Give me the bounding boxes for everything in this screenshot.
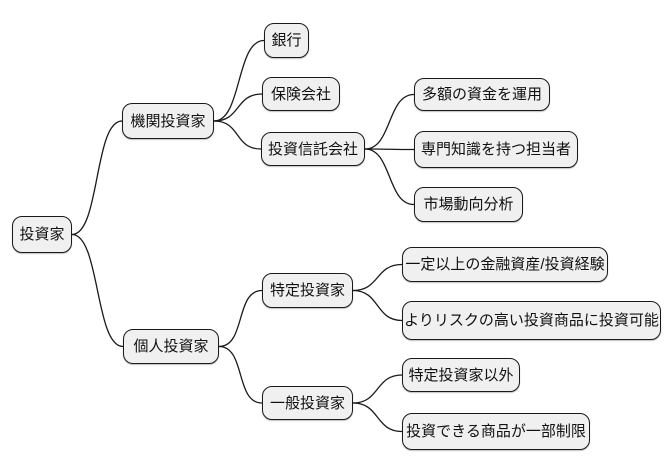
node-market-analysis: 市場動向分析 (414, 187, 523, 222)
edge-individual-general (218, 345, 263, 404)
node-insurance-company: 保険会社 (262, 77, 340, 111)
edge-institutional-bank (213, 39, 265, 122)
node-restricted-products: 投資できる商品が一部制限 (402, 413, 590, 450)
node-higher-risk-products: よりリスクの高い投資商品に投資可能 (402, 301, 661, 340)
edge-specified-higher-risk (352, 289, 403, 322)
node-large-funds: 多額の資金を運用 (414, 78, 550, 111)
node-investor: 投資家 (12, 216, 72, 253)
node-assets-experience: 一定以上の金融資産/投資経験 (402, 247, 608, 282)
node-specified-investor: 特定投資家 (262, 273, 353, 308)
edge-trust-market-analysis (364, 148, 415, 206)
edge-specified-assets (352, 263, 403, 292)
edge-investor-individual (71, 233, 124, 348)
edge-investor-institutional (71, 120, 123, 236)
node-non-specified: 特定投資家以外 (402, 358, 520, 392)
edge-general-non-specified (352, 374, 403, 404)
node-bank: 銀行 (264, 23, 309, 58)
node-expert-staff: 専門知識を持つ担当者 (414, 131, 578, 168)
edge-individual-specified (218, 289, 263, 348)
edge-general-restricted (352, 402, 403, 433)
edge-institutional-trust (213, 120, 262, 150)
node-general-investor: 一般投資家 (262, 386, 353, 420)
node-investment-trust-company: 投資信託会社 (261, 132, 365, 166)
edge-institutional-insurance (213, 93, 263, 122)
node-individual-investor: 個人投資家 (123, 329, 219, 364)
edge-trust-large-funds (364, 93, 415, 150)
edge-trust-expert-staff (364, 148, 415, 151)
node-institutional-investor: 機関投資家 (122, 103, 214, 139)
